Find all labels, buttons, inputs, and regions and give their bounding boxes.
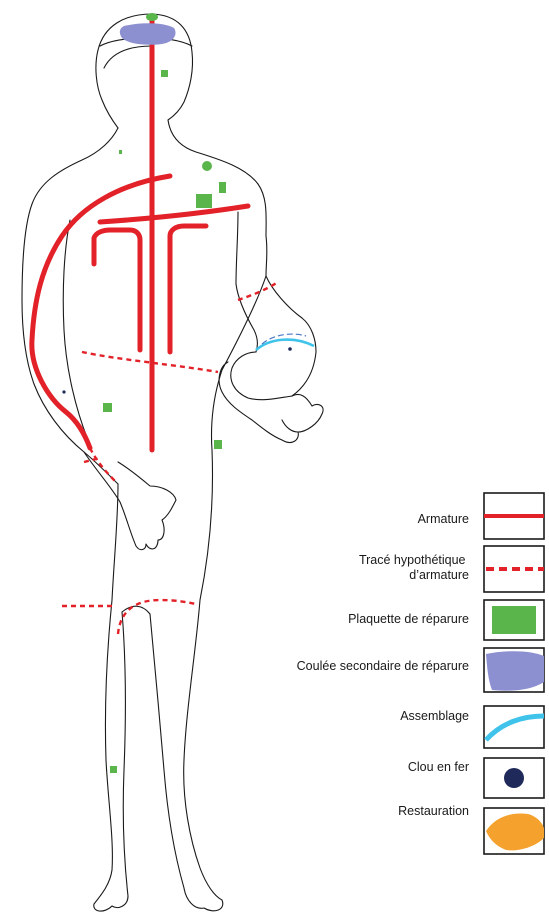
legend-label-plaquette: Plaquette de réparure xyxy=(348,612,469,626)
assemblage-marks xyxy=(256,334,314,350)
dashed-thigh-right xyxy=(118,600,196,634)
legend-label-coulee: Coulée secondaire de réparure xyxy=(297,659,469,673)
left-leg-outline xyxy=(94,600,128,911)
plaquette-head xyxy=(161,70,168,77)
plaquette-leg xyxy=(110,766,117,773)
right-leg-outline xyxy=(184,600,223,911)
legend-label-restauration: Restauration xyxy=(398,804,469,818)
legend: Armature Tracé hypothétique d’armature P… xyxy=(297,493,544,854)
plaquette-shoulder-a xyxy=(219,182,226,193)
drapery-fold xyxy=(282,420,298,432)
legend-item-assemblage: Assemblage xyxy=(400,706,544,748)
legend-label-hypothetical: Tracé hypothétique d’armature xyxy=(359,553,469,582)
statue-outline xyxy=(22,14,323,911)
clou-left-arm xyxy=(62,390,65,393)
legend-label-assemblage: Assemblage xyxy=(400,709,469,723)
crotch-line xyxy=(122,606,150,614)
armature-right-hook xyxy=(170,226,206,352)
legend-item-clou: Clou en fer xyxy=(408,758,544,798)
clous xyxy=(62,347,291,393)
plaquette-neck-small xyxy=(119,150,122,154)
legend-navy-dot-symbol xyxy=(504,768,524,788)
legend-label-armature: Armature xyxy=(418,512,469,526)
legend-item-restauration: Restauration xyxy=(398,804,544,854)
right-hand-outline xyxy=(231,352,292,400)
legend-label-clou: Clou en fer xyxy=(408,760,469,774)
legend-item-hypothetical: Tracé hypothétique d’armature xyxy=(359,546,544,592)
left-arm-inner xyxy=(63,220,88,440)
plaquette-hip xyxy=(103,403,112,412)
right-leg-inner xyxy=(150,614,184,888)
legend-item-armature: Armature xyxy=(418,493,544,539)
left-hand-outline xyxy=(84,452,176,550)
plaquette-shoulder-dot xyxy=(202,161,212,171)
clou-wrist xyxy=(288,347,292,351)
armature-left-hook xyxy=(94,230,140,350)
legend-purple-blob-symbol xyxy=(486,651,544,691)
torso-right-outline xyxy=(168,120,267,276)
assemblage-arc xyxy=(256,340,314,350)
legend-item-coulee: Coulée secondaire de réparure xyxy=(297,648,544,692)
left-leg-inner xyxy=(122,612,128,896)
drapery-outline xyxy=(219,362,323,442)
hip-left xyxy=(112,484,118,600)
hip-right xyxy=(200,276,266,600)
legend-item-plaquette: Plaquette de réparure xyxy=(348,600,544,640)
coulee-secondaire-head xyxy=(120,23,176,45)
plaquette-side xyxy=(214,440,222,449)
right-arm-inner xyxy=(236,212,257,352)
plaquette-shoulder-b xyxy=(196,194,212,208)
hair-line xyxy=(104,46,152,68)
plaquettes xyxy=(103,13,226,773)
plaquette-top-head xyxy=(146,13,158,21)
armature-lines xyxy=(32,16,248,450)
right-arm-outline xyxy=(266,276,316,396)
legend-swatch-box-assemblage xyxy=(484,706,544,748)
armature-shoulder-bar xyxy=(100,206,248,222)
legend-green-rect-symbol xyxy=(492,606,536,634)
